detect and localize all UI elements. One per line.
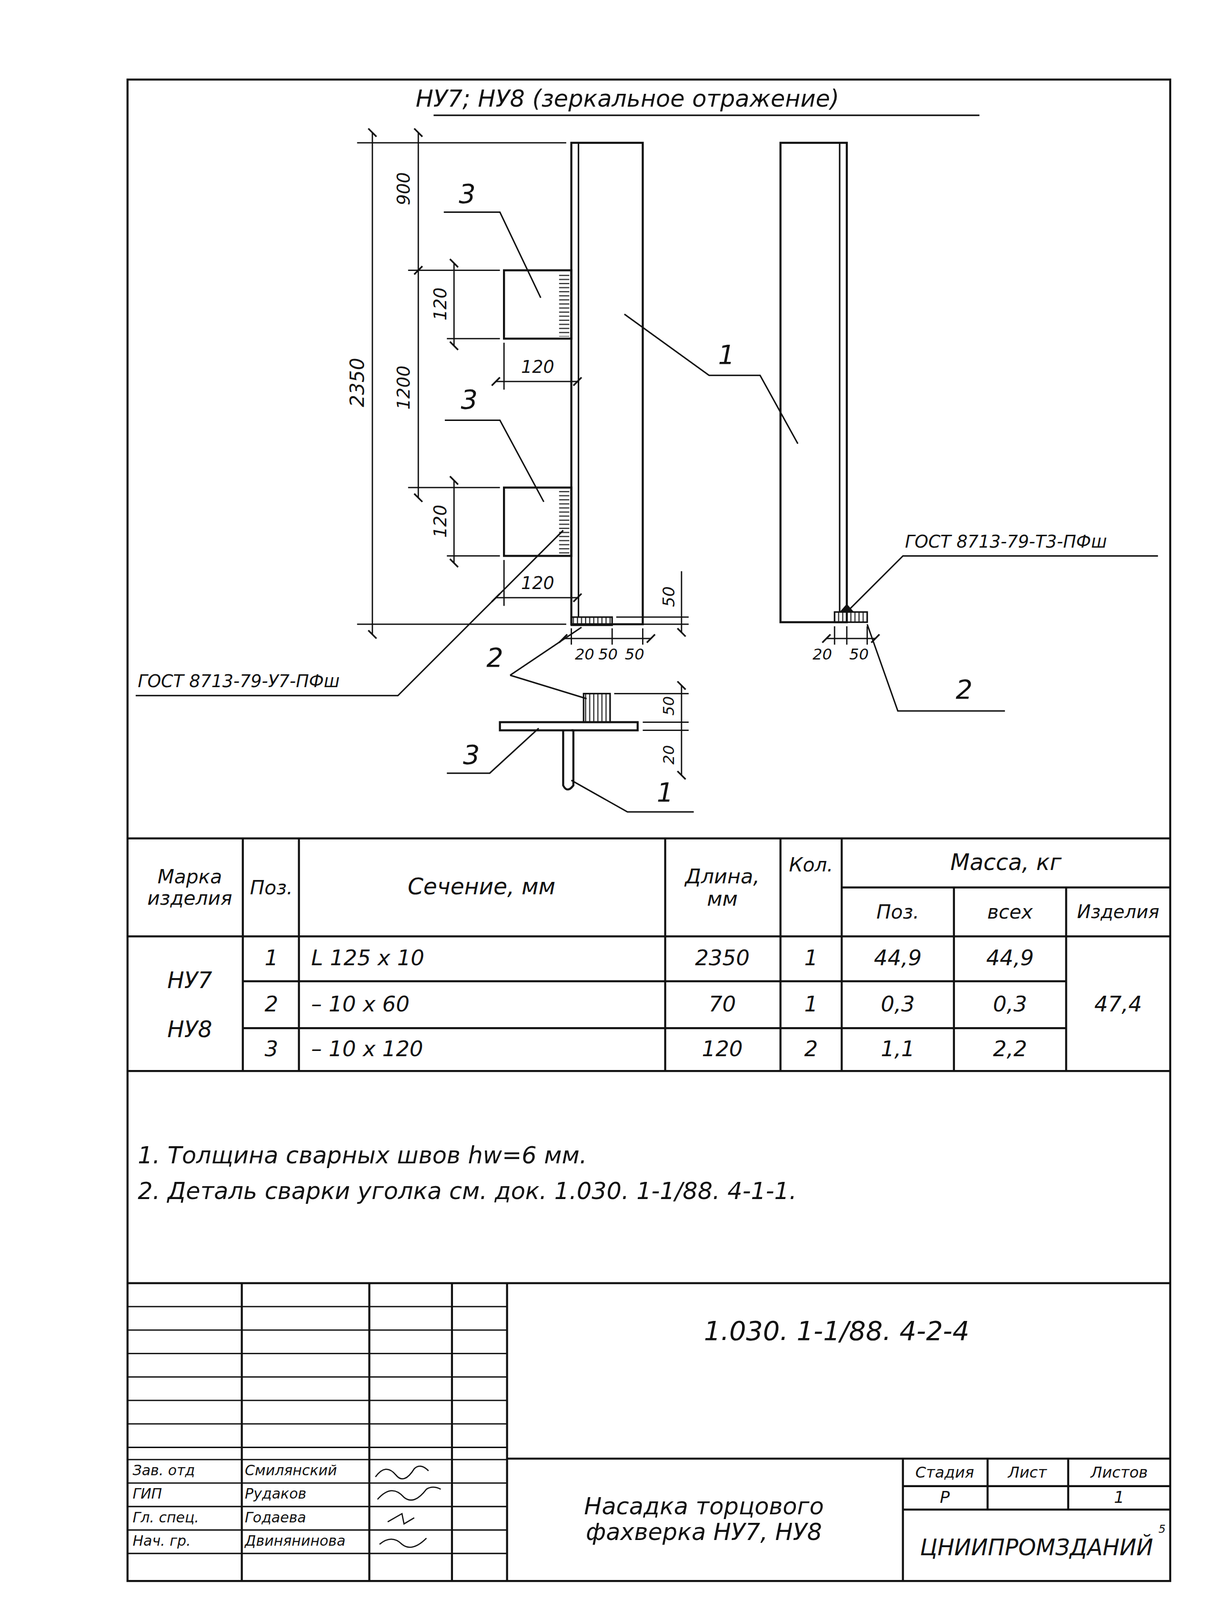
dimension: 50 <box>624 646 645 664</box>
table-cell: 44,9 <box>874 947 922 971</box>
stamp-header: Лист <box>1007 1464 1047 1482</box>
sheet-title: Насадка торцового фахверка НУ7, НУ8 <box>530 1494 878 1546</box>
dimension: 120 <box>431 287 451 322</box>
table-cell: 47,4 <box>1094 993 1143 1017</box>
sheet-frame <box>127 79 1171 1582</box>
table-cell: 120 <box>702 1037 744 1062</box>
dimension: 50 <box>660 586 679 608</box>
stamp-name: Годаева <box>244 1510 307 1527</box>
stamp-role: Нач. гр. <box>132 1533 191 1550</box>
callout-number: 2 <box>486 643 503 673</box>
table-header: Масса, кг <box>950 850 1062 876</box>
dimension: 20 <box>574 646 595 664</box>
table-cell: 70 <box>708 993 736 1017</box>
dimension: 1200 <box>394 365 414 411</box>
dimension: 20 <box>660 745 678 765</box>
stamp-name: Смилянский <box>244 1463 337 1479</box>
table-cell: 1 <box>264 947 279 971</box>
dimension: 50 <box>849 646 869 664</box>
table-cell: 0,3 <box>993 993 1028 1017</box>
table-cell: 2 <box>804 1037 819 1062</box>
dimension: 20 <box>812 646 833 664</box>
callout-number: 1 <box>717 340 735 370</box>
stamp-header: Стадия <box>915 1464 975 1482</box>
dimension: 50 <box>660 696 678 716</box>
stamp-role: Зав. отд <box>132 1463 195 1479</box>
table-cell: 1,1 <box>880 1037 915 1062</box>
note: 2. Деталь сварки уголка см. док. 1.030. … <box>137 1178 797 1205</box>
weld-note: ГОСТ 8713-79-У7-ПФш <box>137 672 340 692</box>
stamp-name: Рудаков <box>244 1487 307 1503</box>
drawing-title: НУ7; НУ8 (зеркальное отражение) <box>415 86 840 112</box>
table-cell: 2350 <box>694 947 750 971</box>
dimension: 120 <box>431 504 451 539</box>
table-header: Марка изделия <box>138 866 241 909</box>
table-header: Изделия <box>1076 902 1160 923</box>
table-cell: 0,3 <box>880 993 915 1017</box>
stamp-role: ГИП <box>132 1487 162 1503</box>
table-cell: – 10 x 120 <box>311 1037 423 1062</box>
table-header: Сечение, мм <box>379 875 584 901</box>
dimension: 120 <box>521 573 555 593</box>
dimension: 900 <box>394 172 414 206</box>
note: 1. Толщина сварных швов hw=6 мм. <box>137 1143 587 1169</box>
stamp-header: Листов <box>1090 1464 1148 1482</box>
stamp-name: Двинянинова <box>244 1533 346 1550</box>
stamp-cell: 1 <box>1114 1488 1125 1508</box>
callout-number: 3 <box>461 385 478 415</box>
table-cell: НУ7 <box>167 969 212 995</box>
table-cell: 1 <box>804 947 819 971</box>
document-code: 1.030. 1-1/88. 4-2-4 <box>703 1316 970 1347</box>
table-header: Поз. <box>250 876 293 899</box>
table-cell: 44,9 <box>985 947 1034 971</box>
table-cell: L 125 x 10 <box>311 947 425 971</box>
callout-number: 3 <box>462 740 480 770</box>
table-header: Кол. <box>789 854 834 876</box>
table-cell: 1 <box>804 993 819 1017</box>
stamp-role: Гл. спец. <box>132 1510 199 1527</box>
dimension: 2350 <box>346 357 368 408</box>
table-header: Поз. <box>876 901 920 924</box>
table-header: Длина, мм <box>668 864 776 910</box>
sheet-count: 5 <box>1158 1524 1166 1537</box>
table-header: всех <box>987 901 1033 924</box>
table-cell: 2 <box>264 993 279 1017</box>
table-cell: 3 <box>264 1037 279 1062</box>
callout-number: 3 <box>458 179 476 209</box>
organisation: ЦНИИПРОМЗДАНИЙ <box>920 1536 1154 1562</box>
dimension: 120 <box>521 357 555 377</box>
callout-number: 1 <box>656 778 674 808</box>
callout-number: 2 <box>955 674 973 704</box>
dimension: 50 <box>598 646 618 664</box>
weld-note: ГОСТ 8713-79-Т3-ПФш <box>904 532 1107 552</box>
stamp-cell: Р <box>939 1488 950 1508</box>
table-cell: 2,2 <box>993 1037 1028 1062</box>
table-cell: НУ8 <box>167 1018 212 1044</box>
table-cell: – 10 x 60 <box>311 993 410 1017</box>
